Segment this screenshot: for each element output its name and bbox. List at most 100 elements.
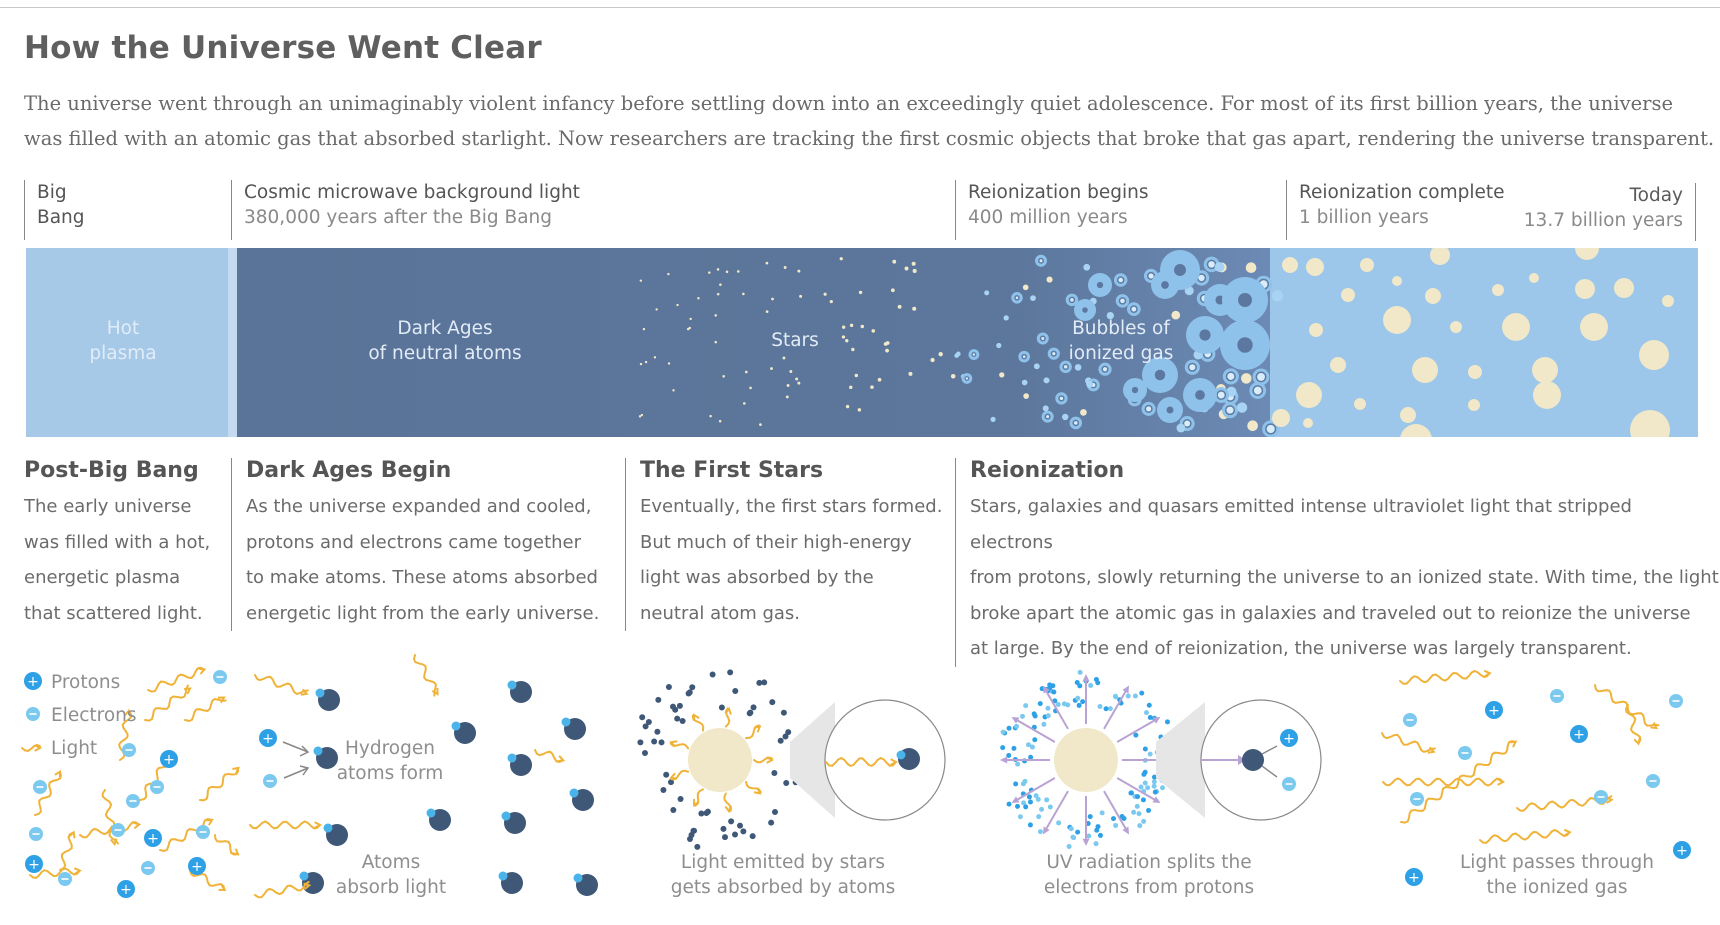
star-dot xyxy=(1043,377,1050,384)
star-dot xyxy=(990,416,996,422)
ionized-bubble-core xyxy=(1237,337,1253,353)
ion-dot xyxy=(1033,793,1039,799)
ion-dot xyxy=(1086,833,1092,839)
ion-dot xyxy=(1047,804,1053,810)
legend-protons-label: Protons xyxy=(51,672,120,693)
ion-dot xyxy=(1006,725,1012,731)
atom-dot xyxy=(660,787,667,794)
ion-dot xyxy=(1044,797,1050,803)
ion-dot xyxy=(1107,706,1113,712)
star-dot xyxy=(795,377,799,381)
star-dot xyxy=(799,294,803,298)
star-dot xyxy=(718,419,722,423)
zoom-beam xyxy=(1156,702,1205,818)
atom-electron xyxy=(323,823,333,833)
proton xyxy=(117,880,135,898)
ion-dot xyxy=(1032,737,1038,743)
ionized-star xyxy=(1412,357,1438,383)
star-dot xyxy=(1236,402,1248,413)
band-label-bubbles: Bubbles of xyxy=(1072,318,1170,339)
atom-dot xyxy=(780,709,787,716)
star-dot xyxy=(1176,423,1186,433)
proton-plus: + xyxy=(1676,843,1688,859)
atom-dot xyxy=(772,809,779,816)
ionized-star xyxy=(1450,321,1462,333)
atom-dot xyxy=(694,843,701,850)
ion-dot xyxy=(1075,695,1081,701)
ion-dot xyxy=(1037,829,1043,835)
atom-electron xyxy=(299,871,309,881)
section-line: from protons, slowly returning the unive… xyxy=(970,567,1719,588)
light-wave xyxy=(825,756,897,768)
star-dot xyxy=(644,360,648,364)
star-dot xyxy=(638,415,642,418)
star-dot xyxy=(841,335,846,339)
ion-dot xyxy=(1140,797,1146,803)
ion-dot xyxy=(1070,834,1076,840)
star-dot xyxy=(1046,276,1053,283)
star-dot xyxy=(759,423,762,426)
star-dot xyxy=(911,261,916,266)
star-dot xyxy=(1106,311,1114,320)
ion-dot xyxy=(1125,693,1131,699)
milestone-name: Reionization begins xyxy=(968,182,1149,203)
star-dot xyxy=(908,371,913,376)
bubble-light xyxy=(972,353,976,356)
light-wave xyxy=(184,698,227,723)
light-wave-arrowhead xyxy=(300,688,309,696)
uv-ray-head xyxy=(1122,826,1129,835)
star-dot xyxy=(783,266,787,269)
ion-dot xyxy=(1013,781,1019,787)
bubble-light xyxy=(1015,296,1019,300)
proton xyxy=(259,729,277,747)
star-dot xyxy=(892,259,897,264)
ionized-bubble-core xyxy=(1161,281,1169,289)
proton-plus: + xyxy=(262,731,274,747)
atom-dot xyxy=(785,729,792,736)
light-wave xyxy=(1624,704,1642,745)
ion-dot xyxy=(1066,844,1072,850)
bubble-light xyxy=(1184,420,1191,427)
atom-dot xyxy=(750,704,757,711)
light-wave-arrowhead xyxy=(54,769,62,778)
caption-ionized-gas: the ionized gas xyxy=(1487,877,1628,898)
ion-dot xyxy=(1142,746,1148,752)
light-wave-arrowhead xyxy=(218,884,227,892)
bubble-light xyxy=(965,377,969,380)
uv-ray-head xyxy=(1082,838,1090,846)
light-wave-arrowhead xyxy=(669,772,678,780)
light-wave xyxy=(147,666,206,693)
star-dot xyxy=(904,266,909,271)
star-dot xyxy=(823,292,827,296)
star-dot xyxy=(1062,413,1069,421)
ion-dot xyxy=(1025,742,1031,748)
ion-dot xyxy=(1088,683,1094,689)
panel-plasma: ++++++ xyxy=(21,666,240,898)
ion-dot xyxy=(1133,732,1139,738)
ionized-star xyxy=(1306,258,1324,276)
electron-minus xyxy=(29,713,37,715)
bubble-light xyxy=(1059,396,1064,401)
ionized-bubble-core xyxy=(1238,293,1252,307)
atom-electron xyxy=(573,873,583,883)
section-heading: Reionization xyxy=(970,458,1125,483)
electron-minus xyxy=(1285,783,1293,785)
star-dot xyxy=(749,386,752,390)
uv-ray-head xyxy=(1011,796,1020,803)
star-dot xyxy=(858,290,863,295)
light-wave-arrowhead xyxy=(231,848,240,856)
ionized-star xyxy=(1400,407,1416,423)
atom-electron xyxy=(896,750,906,760)
ion-dot xyxy=(1094,827,1100,833)
ion-dot xyxy=(1137,823,1143,829)
atom-dot xyxy=(689,684,696,691)
atom-dot xyxy=(667,779,674,786)
star-dot xyxy=(950,373,956,379)
ion-dot xyxy=(1037,701,1043,707)
star-dot xyxy=(1021,379,1028,386)
ion-dot xyxy=(1134,803,1140,809)
ion-dot xyxy=(1113,822,1119,828)
electron-minus xyxy=(1553,695,1561,697)
section-line: light was absorbed by the xyxy=(640,567,874,588)
milestone-big-bang: Big Bang xyxy=(24,180,85,240)
